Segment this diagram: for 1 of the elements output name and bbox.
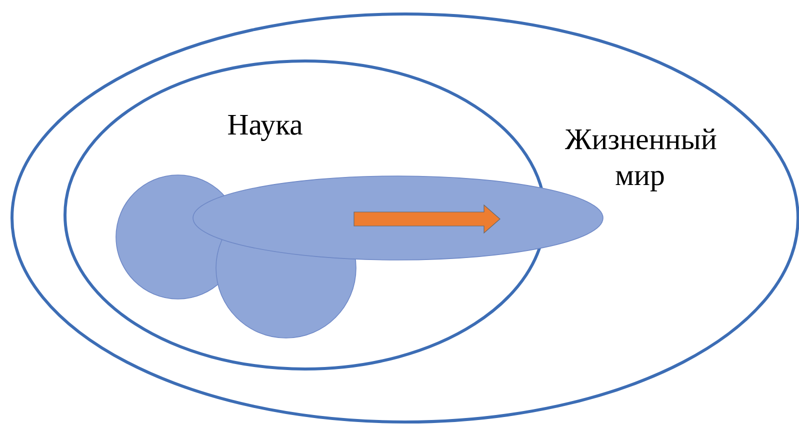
ellipse-region: Наука (64, 60, 546, 370)
